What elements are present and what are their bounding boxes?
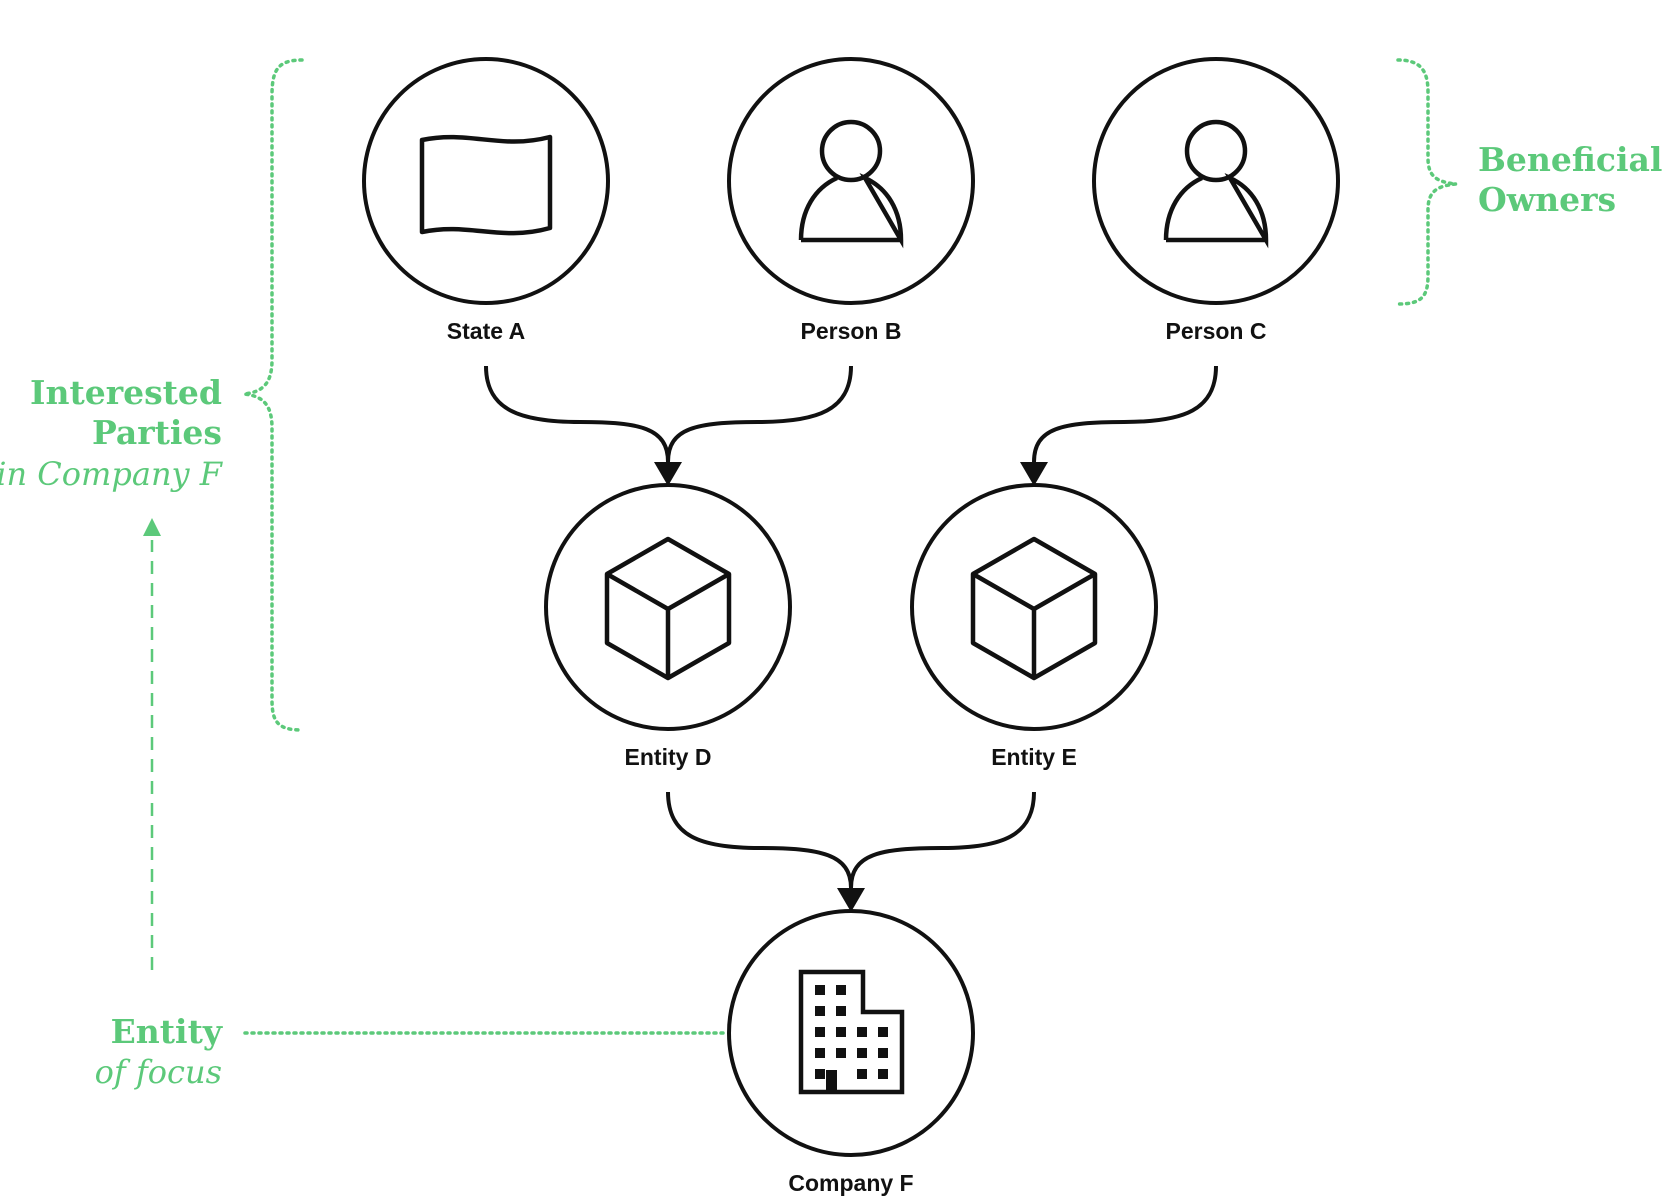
entity-of-focus-subtitle: of focus [95,1053,222,1091]
node-person-c: Person C [1092,57,1340,344]
cube-icon [970,536,1098,681]
beneficial-owners-title-line1: Beneficial [1478,140,1662,179]
interested-parties-title-line1: Interested [30,373,222,412]
node-label-person-b: Person B [801,318,902,344]
interested-parties-brace [243,58,304,732]
node-label-company-f: Company F [788,1170,913,1196]
node-company-f: Company F [727,909,975,1196]
entity-e-incoming-arrowhead [1020,462,1048,486]
node-entity-e: Entity E [910,483,1158,770]
node-label-state-a: State A [447,318,525,344]
interested-parties-subtitle: in Company F [0,455,224,493]
flag-icon [419,134,553,236]
node-label-entity-d: Entity D [625,744,712,770]
beneficial-owners-brace [1396,58,1457,306]
entity-d-incoming-arrowhead [654,462,682,486]
edge-person-b-to-entity-d [666,365,853,463]
cube-icon [604,536,732,681]
edge-entity-d-to-company-f [666,791,853,889]
node-entity-d: Entity D [544,483,792,770]
node-label-person-c: Person C [1166,318,1267,344]
edge-entity-e-to-company-f [849,791,1036,889]
person-icon [798,119,904,249]
interested-parties-title-line2: Parties [92,413,222,452]
focus-to-parties-arrowhead [143,518,161,536]
node-label-entity-e: Entity E [991,744,1077,770]
building-icon [798,969,905,1095]
beneficial-owners-title-line2: Owners [1478,180,1616,219]
edge-person-c-to-entity-e [1032,365,1218,463]
company-f-incoming-arrowhead [837,888,865,912]
node-person-b: Person B [727,57,975,344]
entity-of-focus-title: Entity [111,1012,223,1051]
node-state-a: State A [362,57,610,344]
edge-state-a-to-entity-d [484,365,670,463]
person-icon [1163,119,1269,249]
